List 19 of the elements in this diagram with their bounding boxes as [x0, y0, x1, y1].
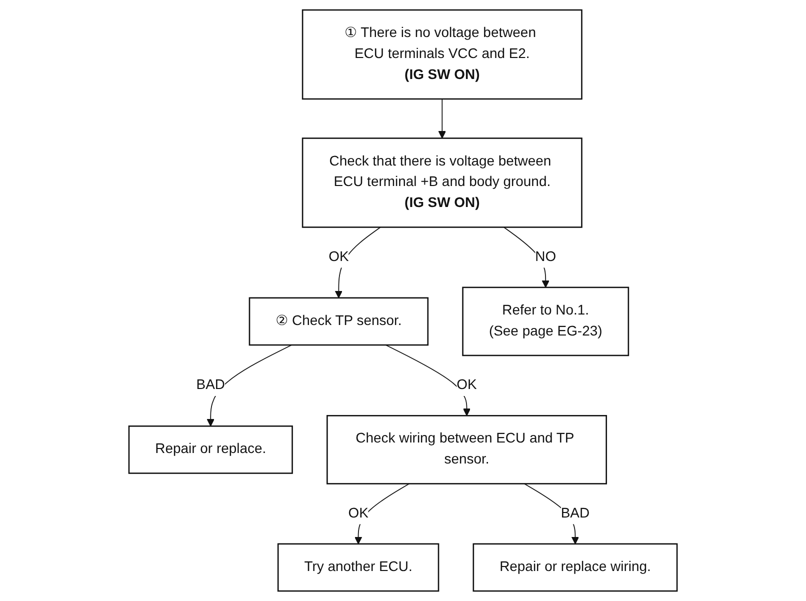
node-box: Check that there is voltage between ECU terminal +B and body ground. (IG SW ON) [302, 138, 582, 228]
node-box: Repair or replace. [128, 425, 293, 474]
edge-label: BAD [196, 378, 225, 393]
arrow [385, 344, 471, 416]
arrow [354, 483, 410, 544]
node-box: Try another ECU. [277, 543, 440, 592]
edge-label: OK [348, 506, 368, 521]
node-box: Check wiring between ECU and TP sensor. [326, 415, 607, 484]
arrow [438, 98, 446, 139]
arrow [503, 226, 550, 288]
arrow [334, 226, 381, 298]
edge-label: BAD [560, 506, 590, 521]
edge-label: OK [328, 249, 349, 264]
node-box: Repair or replace wiring. [472, 543, 678, 592]
edge-label: OK [456, 378, 477, 393]
node-box: Refer to No.1. (See page EG-23) [462, 286, 630, 356]
node-box: ① There is no voltage between ECU terminals VCC and E2. (IG SW ON) [302, 9, 582, 100]
edge-label: NO [535, 249, 556, 264]
node-box: ② Check TP sensor. [248, 297, 429, 346]
